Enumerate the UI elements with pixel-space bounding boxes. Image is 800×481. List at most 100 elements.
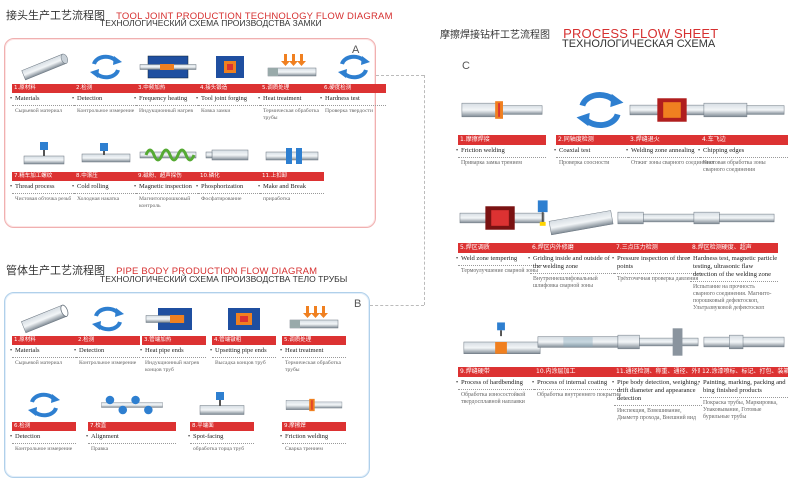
step-number-bar: 5.调质处理 (260, 84, 324, 93)
divider (12, 193, 76, 194)
pipe-end-icon (700, 88, 788, 132)
step-label-en: Cold rolling (72, 183, 138, 191)
divider (76, 357, 140, 358)
cold-rolling-icon (74, 140, 138, 170)
heat-treatment-icon (260, 52, 324, 82)
step-label-ru: Внутреннешлифовальный шлифовка сварной з… (533, 276, 598, 289)
step-label-en: Chipping edges (698, 147, 788, 155)
tempering-coil-icon (458, 196, 546, 240)
step-number-bar: 3.中频加热 (136, 84, 200, 93)
process-step: 6.检测DetectionКонтрольное измерение (10, 390, 76, 453)
step-label-en: Alignment (86, 433, 176, 441)
divider (458, 265, 546, 266)
pipe-heater-icon (142, 304, 206, 334)
divider (282, 357, 346, 358)
divider (74, 193, 138, 194)
process-step: 7.校直AlignmentПравка (86, 390, 176, 453)
connector-line (370, 305, 424, 306)
title-en: PIPE BODY PRODUCTION FLOW DIAGRAM (116, 266, 318, 277)
step-label-ru: обработка торца труб (193, 446, 245, 452)
step-label-ru: Чистовая обточка резьб (15, 196, 72, 202)
arrows-cycle-icon (76, 304, 140, 334)
coated-pipe-icon (534, 320, 622, 364)
step-label-ru: Ковка замки (201, 108, 231, 114)
divider (700, 157, 788, 158)
step-number-bar: 7.三点压力检测 (614, 243, 702, 253)
step-label-ru: Обработка внутреннего покрытия (537, 392, 621, 398)
divider (198, 105, 262, 106)
pipe-body-icon (690, 196, 778, 240)
magnetic-coil-icon (136, 140, 200, 170)
make-break-icon (260, 140, 324, 170)
process-flow-title-ru: ТЕХНОЛОГИЧЕСКАЯ СХЕМА (562, 38, 716, 50)
divider (534, 389, 622, 390)
step-label-en: Materials (10, 95, 76, 103)
step-label-ru: Высадка концов труб (215, 360, 266, 366)
step-label-en: Materials (10, 347, 76, 355)
step-number-bar: 2.检测 (76, 336, 140, 345)
arrows-cycle-icon (556, 88, 644, 132)
title-en: TOOL JOINT PRODUCTION TECHNOLOGY FLOW DI… (116, 11, 393, 22)
step-number-bar: 9.摩擦焊 (282, 422, 346, 431)
tool-joint-title: 接头生产工艺流程图 TOOL JOINT PRODUCTION TECHNOLO… (6, 4, 393, 23)
step-number-bar: 5.调质处理 (282, 336, 346, 345)
step-label-ru: Контрольное измерение (15, 446, 73, 452)
divider (142, 357, 206, 358)
step-label-en: Tool joint forging (196, 95, 262, 103)
divider (628, 157, 716, 158)
step-label-ru: приработка (263, 196, 291, 202)
step-number-bar: 11.上扣卸 (260, 172, 324, 181)
process-step: 5.焊区调质Weld zone temperingТермоулучшение … (456, 196, 546, 275)
process-step: 10.内涂层加工Process of internal coatingОбраб… (532, 320, 622, 399)
title-cn: 管体生产工艺流程图 (6, 264, 105, 277)
pipe-body-title: 管体生产工艺流程图 PIPE BODY PRODUCTION FLOW DIAG… (6, 259, 317, 278)
panel-label-a: A (352, 44, 360, 56)
step-number-bar: 6.硬度检测 (322, 84, 386, 93)
step-label-en: Hardness test, magnetic particle testing… (688, 255, 778, 279)
forging-die-icon (198, 52, 262, 82)
divider (12, 105, 76, 106)
divider (282, 443, 346, 444)
step-number-bar: 3.焊缝退火 (628, 135, 716, 145)
step-label-ru: Приварка замка трением (461, 160, 522, 166)
step-label-en: Pressure inspection of three points (612, 255, 702, 271)
divider (556, 157, 644, 158)
step-label-ru: Индукционный нагрев (139, 108, 194, 114)
hardbanding-icon (458, 320, 546, 364)
step-label-en: Magnetic inspection (134, 183, 200, 191)
process-step: 6.焊区内外修磨Griding inside and outside of th… (528, 196, 618, 290)
step-label-en: Griding inside and outside of the weldin… (528, 255, 618, 271)
step-number-bar: 10.磷化 (198, 172, 262, 181)
step-label-ru: Термическая обработка трубы (263, 108, 319, 121)
step-label-en: Weld zone tempering (456, 255, 546, 263)
divider (212, 357, 276, 358)
process-step: 10.磷化PhosphorizationФосфатирование (196, 140, 262, 203)
threading-icon (12, 140, 76, 170)
pipe-body-icon (614, 196, 702, 240)
step-label-ru: Испытание на прочность сварного соединен… (693, 284, 772, 311)
process-step: 11.上扣卸 Make and Break приработка (258, 140, 324, 203)
step-label-ru: Холодная накатка (77, 196, 120, 202)
step-number-bar: 5.焊区调质 (458, 243, 546, 253)
tool-joint-title-ru: ТЕХНОЛОГИЧЕСКИЙ СХЕМА ПРОИЗВОДСТВА ЗАМКИ (100, 18, 322, 28)
step-label-en: Friction welding (280, 433, 346, 441)
divider (260, 193, 324, 194)
divider (190, 443, 254, 444)
step-number-bar: 1.原材料 (12, 336, 76, 345)
title-cn: 摩擦焊接钻杆工艺流程图 (440, 30, 550, 41)
step-label-en: Make and Break (258, 183, 324, 191)
friction-weld-icon (282, 390, 346, 420)
process-step: 1.原材料MaterialsСырьевой материал (10, 304, 76, 367)
step-label-en: Detection (72, 95, 138, 103)
step-label-en: Welding zone annealing (626, 147, 716, 155)
arrows-cycle-icon (12, 390, 76, 420)
title-cn: 接头生产工艺流程图 (6, 9, 105, 22)
divider (458, 157, 546, 158)
